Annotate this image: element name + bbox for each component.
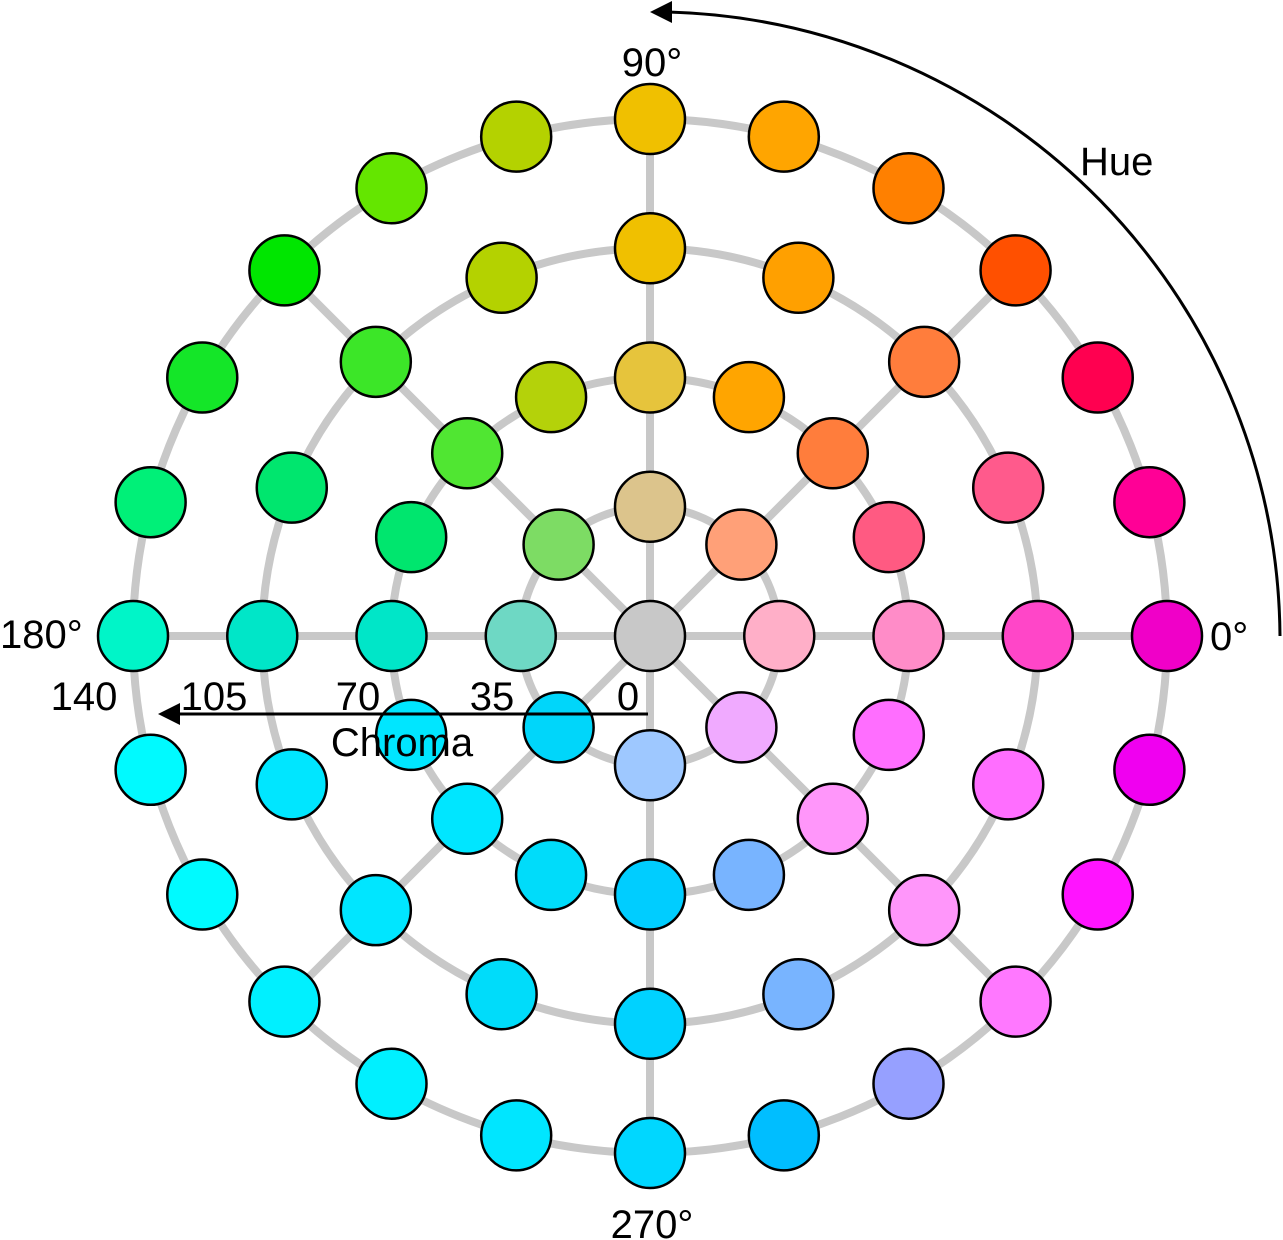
color-sample-c70-h45 [796, 416, 870, 490]
chroma-tick-70: 70 [336, 675, 381, 719]
color-sample-c105-h337_5 [971, 748, 1045, 821]
color-sample-c105-h45 [887, 325, 961, 399]
hue-180-label: 180° [0, 613, 83, 657]
color-samples [96, 82, 1204, 1190]
chroma-tick-140: 140 [51, 675, 118, 719]
color-sample-c105-h315 [887, 873, 961, 947]
color-sample-c35-h90 [613, 470, 687, 543]
color-sample-c70-h67_5 [712, 360, 786, 434]
color-sample-c105-h292_5 [762, 957, 835, 1031]
color-sample-c140-h345 [1113, 733, 1186, 807]
color-sample-c140-h255 [479, 1099, 553, 1172]
color-sample-c35-h0 [743, 599, 816, 673]
color-sample-c70-h22_5 [852, 500, 926, 574]
color-sample-c140-h60 [872, 152, 945, 225]
chroma-tick-0: 0 [617, 675, 639, 719]
color-sample-c70-h112_5 [514, 360, 588, 434]
chroma-tick-35: 35 [470, 675, 515, 719]
color-sample-c70-h315 [796, 782, 870, 856]
color-sample-c105-h180 [226, 599, 299, 673]
color-sample-c35-h45 [705, 508, 778, 581]
chroma-tick-105: 105 [181, 675, 248, 719]
hue-0-label: 0° [1210, 615, 1248, 659]
color-sample-c140-h300 [872, 1047, 945, 1120]
color-sample-c140-h225 [248, 965, 321, 1038]
color-sample-c140-h90 [613, 82, 687, 156]
color-sample-c140-h75 [747, 100, 821, 173]
color-sample-c140-h240 [355, 1047, 428, 1120]
color-sample-c105-h90 [613, 212, 687, 285]
color-sample-c70-h292_5 [712, 838, 786, 912]
color-sample-c140-h15 [1113, 465, 1186, 539]
color-sample-c70-h157_5 [374, 500, 448, 574]
color-sample-c35-h180 [484, 599, 557, 673]
hue-axis-label: Hue [1080, 140, 1153, 184]
color-sample-c105-h112_5 [465, 241, 538, 315]
color-sample-c105-h157_5 [255, 451, 329, 524]
color-sample-c105-h225 [339, 873, 413, 947]
color-sample-c105-h67_5 [762, 241, 835, 315]
color-sample-c70-h180 [355, 599, 428, 673]
color-sample-c140-h330 [1061, 858, 1134, 931]
color-sample-c35-h270 [613, 729, 687, 802]
color-sample-c70-h337_5 [852, 698, 926, 772]
color-sample-c105-h247_5 [465, 957, 538, 1031]
color-sample-c140-h105 [479, 100, 553, 173]
color-sample-c70-h135 [430, 416, 504, 490]
color-sample-c105-h0 [1001, 599, 1074, 673]
color-sample-c140-h45 [979, 234, 1052, 307]
color-sample-c105-h202_5 [255, 748, 329, 821]
color-sample-c70-h202_5 [374, 698, 448, 772]
color-sample-c140-h150 [166, 341, 239, 414]
color-sample-c140-h135 [248, 234, 321, 307]
color-sample-c140-h165 [114, 465, 187, 539]
color-sample-c35-h135 [522, 508, 595, 581]
color-sample-c35-h315 [705, 691, 778, 764]
hue-270-label: 270° [611, 1203, 694, 1240]
color-sample-c140-h120 [355, 152, 428, 225]
color-sample-c140-h180 [96, 599, 170, 673]
color-sample-c140-h0 [1130, 599, 1204, 673]
color-sample-c140-h195 [114, 733, 187, 807]
color-sample-c70-h247_5 [514, 838, 588, 912]
color-sample-c140-h30 [1061, 341, 1134, 414]
chroma-arrow-head [158, 703, 180, 725]
color-sample-c140-h270 [613, 1116, 687, 1190]
hue-arrow-arc [667, 10, 1282, 637]
color-sample-c140-h315 [979, 965, 1052, 1038]
color-sample-c35-h225 [522, 691, 595, 764]
color-sample-c140-h210 [166, 858, 239, 931]
color-sample-c70-h90 [613, 341, 687, 414]
chroma-axis-label: Chroma [331, 721, 474, 765]
color-sample-c70-h270 [613, 858, 687, 931]
color-sample-c70-h0 [872, 599, 945, 673]
color-sample-c70-h225 [430, 782, 504, 856]
color-sample-c105-h22_5 [971, 451, 1045, 524]
color-sample-c105-h270 [613, 987, 687, 1060]
color-sample-c105-h135 [339, 325, 413, 399]
color-sample-c140-h285 [747, 1099, 821, 1172]
color-sample-c0-h0 [613, 599, 687, 673]
hue-arrow-head [650, 1, 672, 23]
hue-90-label: 90° [622, 41, 683, 85]
